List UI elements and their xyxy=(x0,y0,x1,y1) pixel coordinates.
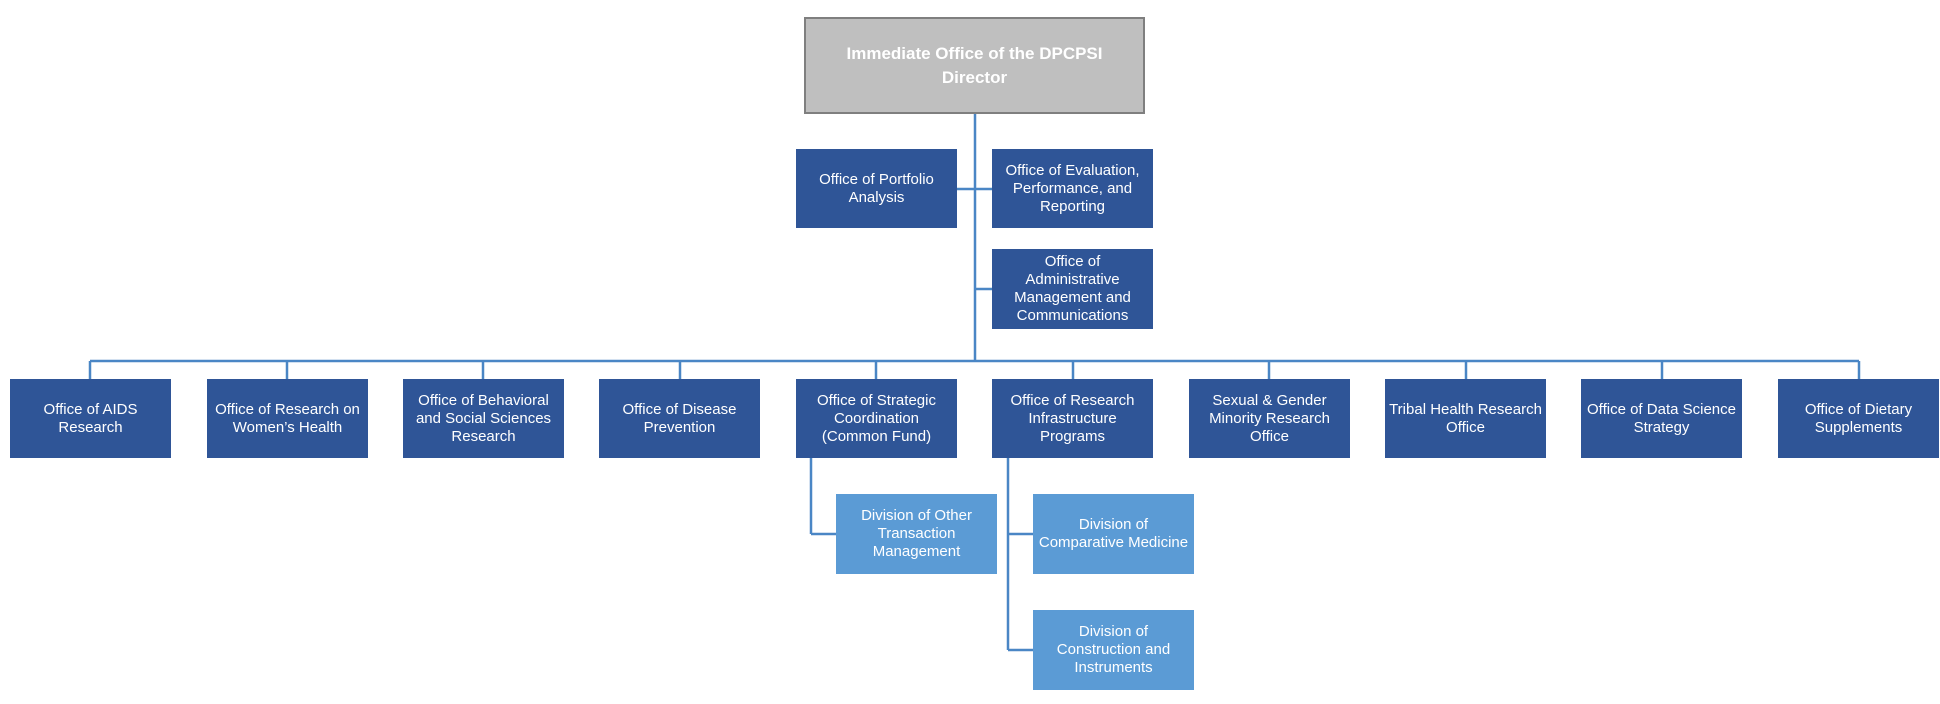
office-womens-health-box: Office of Research on Women’s Health xyxy=(207,379,368,458)
office-tribal-health-box: Tribal Health Research Office xyxy=(1385,379,1546,458)
office-strategic-coordination-box: Office of Strategic Coordination (Common… xyxy=(796,379,957,458)
director-office-box: Immediate Office of the DPCPSI Director xyxy=(804,17,1145,114)
office-label: Office of Administrative Management and … xyxy=(1014,253,1131,324)
office-label: Office of Behavioral and Social Sciences… xyxy=(415,391,552,445)
division-other-transaction-box: Division of Other Transaction Management xyxy=(836,494,997,574)
division-construction-box: Division of Construction and Instruments xyxy=(1033,610,1194,690)
office-evaluation-box: Office of Evaluation, Performance, and R… xyxy=(992,149,1153,228)
office-label: Office of Research Infrastructure Progra… xyxy=(1010,391,1135,445)
office-label: Sexual & Gender Minority Research Office xyxy=(1209,391,1330,445)
division-comparative-medicine-box: Division of Comparative Medicine xyxy=(1033,494,1194,574)
office-label: Office of Research on Women’s Health xyxy=(215,400,360,436)
office-dietary-supplements-box: Office of Dietary Supplements xyxy=(1778,379,1939,458)
office-administrative-management-box: Office of Administrative Management and … xyxy=(992,249,1153,329)
office-portfolio-analysis-box: Office of Portfolio Analysis xyxy=(796,149,957,228)
division-label: Division of Other Transaction Management xyxy=(861,507,972,560)
office-label: Office of Disease Prevention xyxy=(622,400,737,436)
office-sgm-research-box: Sexual & Gender Minority Research Office xyxy=(1189,379,1350,458)
director-office-label: Immediate Office of the DPCPSI Director xyxy=(846,43,1103,87)
office-label: Office of Evaluation, Performance, and R… xyxy=(1005,161,1140,215)
office-research-infrastructure-box: Office of Research Infrastructure Progra… xyxy=(992,379,1153,458)
office-label: Office of Strategic Coordination (Common… xyxy=(817,391,936,445)
office-label: Office of Data Science Strategy xyxy=(1587,400,1736,436)
office-behavioral-social-box: Office of Behavioral and Social Sciences… xyxy=(403,379,564,458)
division-label: Division of Comparative Medicine xyxy=(1038,516,1189,551)
office-label: Office of AIDS Research xyxy=(43,400,138,436)
office-data-science-box: Office of Data Science Strategy xyxy=(1581,379,1742,458)
office-label: Office of Portfolio Analysis xyxy=(819,170,934,206)
office-aids-research-box: Office of AIDS Research xyxy=(10,379,171,458)
division-label: Division of Construction and Instruments xyxy=(1056,623,1171,676)
office-disease-prevention-box: Office of Disease Prevention xyxy=(599,379,760,458)
office-label: Tribal Health Research Office xyxy=(1389,400,1542,436)
office-label: Office of Dietary Supplements xyxy=(1804,400,1913,436)
